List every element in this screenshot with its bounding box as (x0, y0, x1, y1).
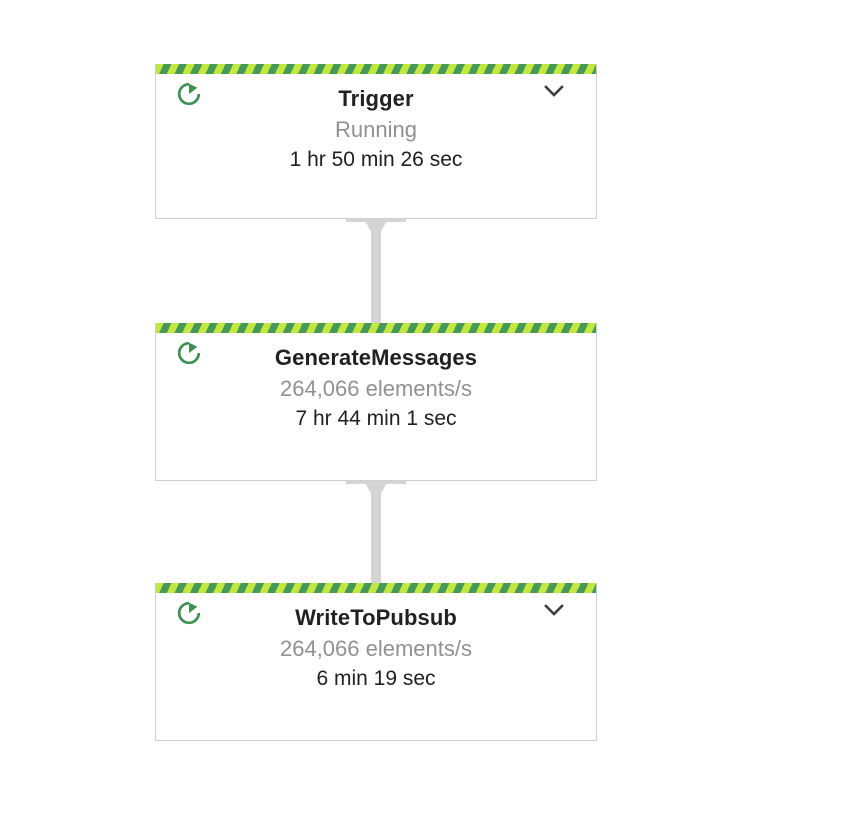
node-elapsed-duration: 1 hr 50 min 26 sec (289, 148, 463, 171)
chevron-down-icon[interactable] (541, 599, 567, 621)
node-text-block: WriteToPubsub 264,066 elements/s 6 min 19 … (156, 603, 596, 693)
node-title: WriteToPubsub (295, 605, 457, 630)
node-text-block: GenerateMessages 264,066 elements/s 7 hr 4… (156, 343, 596, 433)
node-connector-edge (346, 481, 406, 584)
running-refresh-icon (175, 339, 203, 367)
node-status-stripe-bar (156, 583, 596, 593)
node-elapsed-duration: 7 hr 44 min 1 sec (295, 407, 457, 430)
node-connector-edge (346, 219, 406, 324)
node-status-stripe-bar (156, 64, 596, 74)
chevron-down-icon[interactable] (541, 80, 567, 102)
node-title: GenerateMessages (274, 345, 478, 370)
node-title: Trigger (338, 86, 414, 111)
node-status-stripe-bar (156, 323, 596, 333)
node-elapsed-duration: 6 min 19 sec (316, 667, 436, 690)
running-refresh-icon (175, 599, 203, 627)
node-throughput-metric: 264,066 elements/s (279, 376, 473, 401)
node-throughput-metric: Running (335, 117, 417, 142)
pipeline-step-node[interactable]: WriteToPubsub 264,066 elements/s 6 min 19 … (155, 583, 597, 741)
running-refresh-icon (175, 80, 203, 108)
node-throughput-metric: 264,066 elements/s (279, 636, 473, 661)
node-body: WriteToPubsub 264,066 elements/s 6 min 19 … (156, 593, 596, 721)
node-body: GenerateMessages 264,066 elements/s 7 hr 4… (156, 333, 596, 461)
pipeline-step-node[interactable]: GenerateMessages 264,066 elements/s 7 hr 4… (155, 323, 597, 481)
